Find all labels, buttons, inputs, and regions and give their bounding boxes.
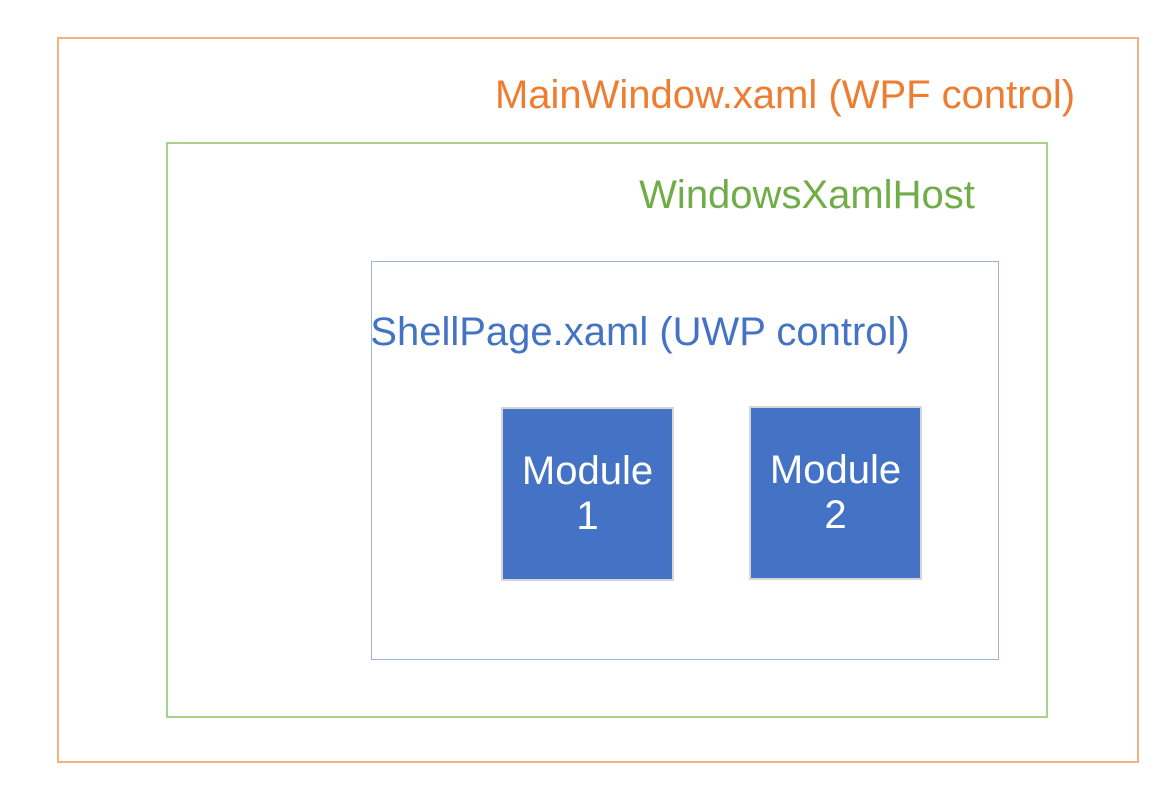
windowsxamlhost-label: WindowsXamlHost: [639, 173, 975, 217]
module-2-label-line1: Module: [769, 448, 902, 492]
windowsxamlhost-box: WindowsXamlHost ShellPage.xaml (UWP cont…: [166, 142, 1048, 718]
module-2-box: Module 2: [749, 406, 922, 580]
shellpage-label: ShellPage.xaml (UWP control): [370, 310, 910, 354]
module-1-label-line1: Module: [521, 449, 654, 493]
shellpage-box: ShellPage.xaml (UWP control) Module 1 Mo…: [370, 261, 999, 660]
module-1-box: Module 1: [501, 407, 674, 581]
mainwindow-label: MainWindow.xaml (WPF control): [494, 73, 1076, 117]
module-1-label-line2: 1: [576, 494, 599, 538]
mainwindow-box: MainWindow.xaml (WPF control) WindowsXam…: [57, 37, 1139, 763]
module-2-label-line2: 2: [824, 493, 847, 537]
